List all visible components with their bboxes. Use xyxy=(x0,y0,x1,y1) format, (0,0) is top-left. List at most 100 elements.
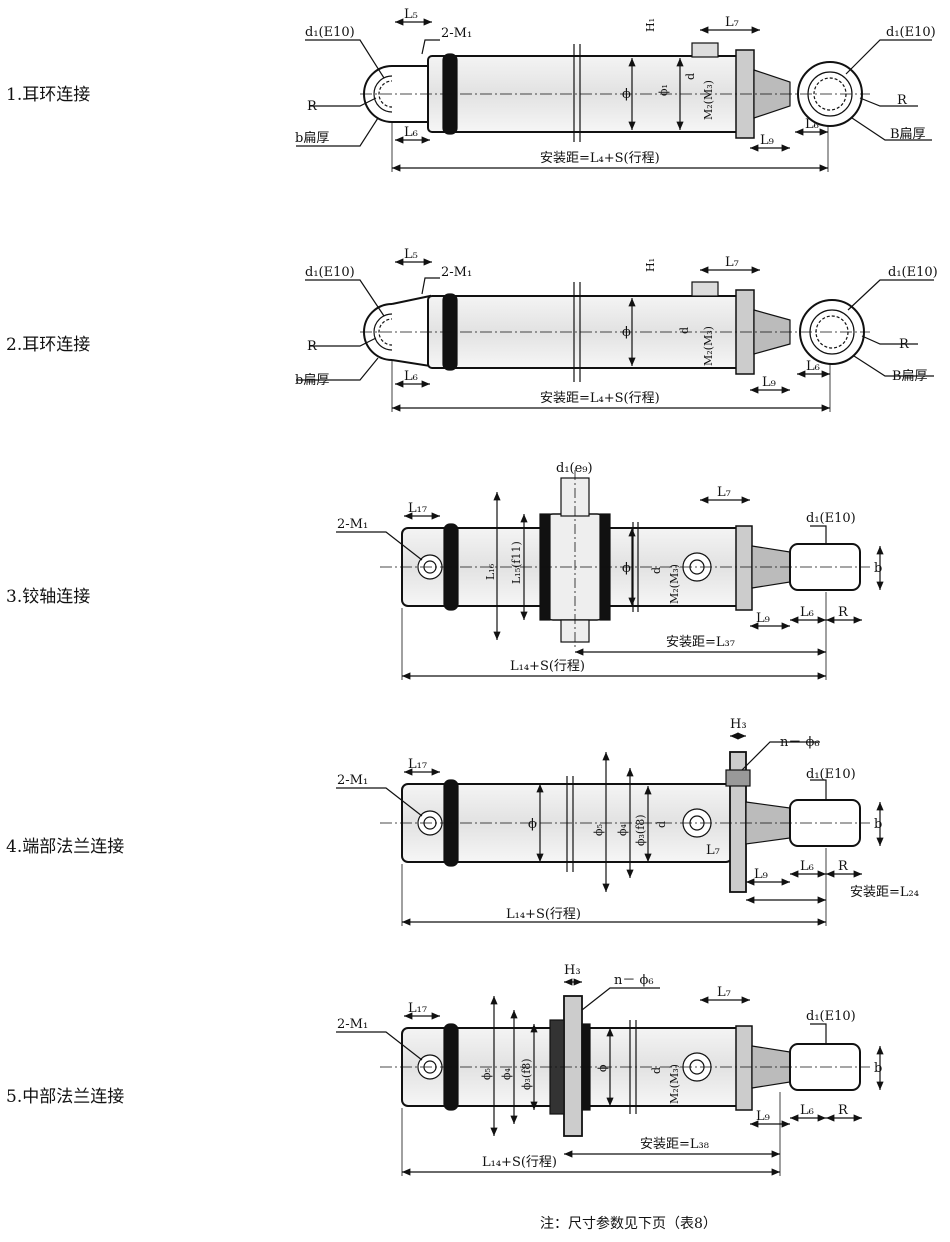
label-l7-4: L₇ xyxy=(706,843,720,858)
label-phi4-4: ϕ₄ xyxy=(616,824,629,836)
row-label-ear-ring-1: 1.耳环连接 xyxy=(6,85,91,105)
label-l16: L₁₆ xyxy=(484,563,497,580)
label-l7-2: L₇ xyxy=(725,255,739,270)
label-l5-2: L₅ xyxy=(404,247,418,262)
label-d1-e9: d₁(e₉) xyxy=(556,461,593,476)
label-l9-3: L₉ xyxy=(756,611,770,626)
label-stroke-total-4: L₁₄+S(行程) xyxy=(506,907,581,922)
label-install-distance-4: 安装距=L₂₄ xyxy=(850,885,919,900)
label-d1-e10-right: d₁(E10) xyxy=(886,25,936,40)
labels-end-flange: 2-M₁ L₁₇ H₃ n－ ϕ₆ d₁(E10) ϕ ϕ₅ ϕ₄ ϕ₃(f8)… xyxy=(337,717,919,922)
label-phi-3: ϕ xyxy=(622,561,631,576)
label-l7-3: L₇ xyxy=(717,485,731,500)
diagram-trunnion xyxy=(336,470,884,680)
labels-trunnion: 2-M₁ L₁₇ d₁(e₉) L₁₆ L₁₅(f11) ϕ d M₂(M₃) … xyxy=(337,461,882,674)
label-phi5-5: ϕ₅ xyxy=(480,1068,493,1080)
label-install-distance-5: 安装距=L₃₈ xyxy=(640,1137,709,1152)
label-phi3-f8-4: ϕ₃(f8) xyxy=(634,814,647,846)
diagram-ear-ring-1 xyxy=(296,18,932,172)
label-r-5: R xyxy=(838,1103,849,1118)
label-install-distance-1: 安装距=L₄+S(行程) xyxy=(540,151,660,166)
label-phi-4: ϕ xyxy=(528,817,537,832)
label-l6-left: L₆ xyxy=(404,125,418,140)
label-m2m3-2: M₂(M₃) xyxy=(702,326,715,366)
label-d-2: d xyxy=(678,327,691,334)
label-2m1: 2-M₁ xyxy=(441,26,472,41)
label-phi5-4: ϕ₅ xyxy=(592,824,605,836)
label-phi3-f8-5: ϕ₃(f8) xyxy=(520,1058,533,1090)
label-l15-f11: L₁₅(f11) xyxy=(510,541,523,584)
label-d1-e10-right-2: d₁(E10) xyxy=(888,265,938,280)
label-2m1-5: 2-M₁ xyxy=(337,1017,368,1032)
labels-mid-flange: 2-M₁ L₁₇ H₃ n－ ϕ₆ L₇ d₁(E10) ϕ₅ ϕ₄ ϕ₃(f8… xyxy=(337,963,882,1170)
label-l9-4: L₉ xyxy=(754,867,768,882)
label-l9: L₉ xyxy=(760,133,774,148)
label-2m1-2: 2-M₁ xyxy=(441,265,472,280)
label-install-distance-2: 安装距=L₄+S(行程) xyxy=(540,391,660,406)
label-n-phi6-4: n－ ϕ₆ xyxy=(780,735,820,750)
label-install-distance-3: 安装距=L₃₇ xyxy=(666,635,735,650)
row-label-ear-ring-2: 2.耳环连接 xyxy=(6,335,91,355)
label-stroke-total-5: L₁₄+S(行程) xyxy=(482,1155,557,1170)
labels-ear-ring-2: d₁(E10) R b扁厚 L₅ 2-M₁ L₆ L₇ H₁ ϕ d M₂(M₃… xyxy=(295,247,938,406)
label-l7: L₇ xyxy=(725,15,739,30)
label-b-4: b xyxy=(874,817,882,832)
labels-ear-ring-1: d₁(E10) R b扁厚 L₅ 2-M₁ L₆ L₇ H₁ ϕ ϕ₁ d M₂… xyxy=(295,7,936,166)
label-l9-5: L₉ xyxy=(756,1109,770,1124)
label-l17-5: L₁₇ xyxy=(408,1001,427,1016)
diagram-end-flange xyxy=(336,732,884,926)
label-l6-left-2: L₆ xyxy=(404,369,418,384)
label-r-left: R xyxy=(307,99,318,114)
label-phi4-5: ϕ₄ xyxy=(500,1068,513,1080)
label-d-5: d xyxy=(650,1067,663,1074)
row-label-trunnion: 3.铰轴连接 xyxy=(6,587,91,607)
label-phi1: ϕ₁ xyxy=(657,84,670,96)
label-d1-e10-4: d₁(E10) xyxy=(806,767,856,782)
label-b-flat: b扁厚 xyxy=(295,131,329,146)
label-b-3: b xyxy=(874,561,882,576)
label-l7-5: L₇ xyxy=(717,985,731,1000)
label-d1-e10-5: d₁(E10) xyxy=(806,1009,856,1024)
label-r-4: R xyxy=(838,859,849,874)
label-d1-e10-left-2: d₁(E10) xyxy=(305,265,355,280)
label-d-4: d xyxy=(655,821,668,828)
label-b-flat-2: b扁厚 xyxy=(295,373,329,388)
label-l6-5: L₆ xyxy=(800,1103,814,1118)
label-l5: L₅ xyxy=(404,7,418,22)
label-stroke-total-3: L₁₄+S(行程) xyxy=(510,659,585,674)
label-m2m3-5: M₂(M₃) xyxy=(668,1064,681,1104)
label-l6-3: L₆ xyxy=(800,605,814,620)
label-b-flat-big-2: B扁厚 xyxy=(892,369,928,384)
label-n-phi6-5: n－ ϕ₆ xyxy=(614,973,654,988)
label-phi: ϕ xyxy=(622,87,631,102)
label-2m1-3: 2-M₁ xyxy=(337,517,368,532)
label-h3-4: H₃ xyxy=(730,717,747,732)
label-r-right-2: R xyxy=(899,337,910,352)
label-l17-4: L₁₇ xyxy=(408,757,427,772)
label-l17-3: L₁₇ xyxy=(408,501,427,516)
label-l6-4: L₆ xyxy=(800,859,814,874)
label-phi-5: ϕ xyxy=(596,1064,609,1072)
label-r-3: R xyxy=(838,605,849,620)
label-m2m3: M₂(M₃) xyxy=(702,80,715,120)
diagram-mid-flange xyxy=(336,978,884,1176)
label-phi-2: ϕ xyxy=(622,325,631,340)
diagram-ear-ring-2 xyxy=(296,258,934,412)
footnote: 注：尺寸参数见下页（表8） xyxy=(540,1216,717,1232)
label-r-right: R xyxy=(897,93,908,108)
label-b-5: b xyxy=(874,1061,882,1076)
label-h1: H₁ xyxy=(644,18,657,32)
label-l6-right-2: L₆ xyxy=(806,359,820,374)
label-l6-right: L₆ xyxy=(805,117,819,132)
label-d: d xyxy=(684,73,697,80)
row-label-end-flange: 4.端部法兰连接 xyxy=(6,837,125,857)
label-2m1-4: 2-M₁ xyxy=(337,773,368,788)
label-m2m3-3: M₂(M₃) xyxy=(668,564,681,604)
label-r-left-2: R xyxy=(307,339,318,354)
label-b-flat-big: B扁厚 xyxy=(890,127,926,142)
row-label-mid-flange: 5.中部法兰连接 xyxy=(6,1087,125,1107)
label-d1-e10-left: d₁(E10) xyxy=(305,25,355,40)
label-d-3: d xyxy=(650,567,663,574)
label-d1-e10-3: d₁(E10) xyxy=(806,511,856,526)
